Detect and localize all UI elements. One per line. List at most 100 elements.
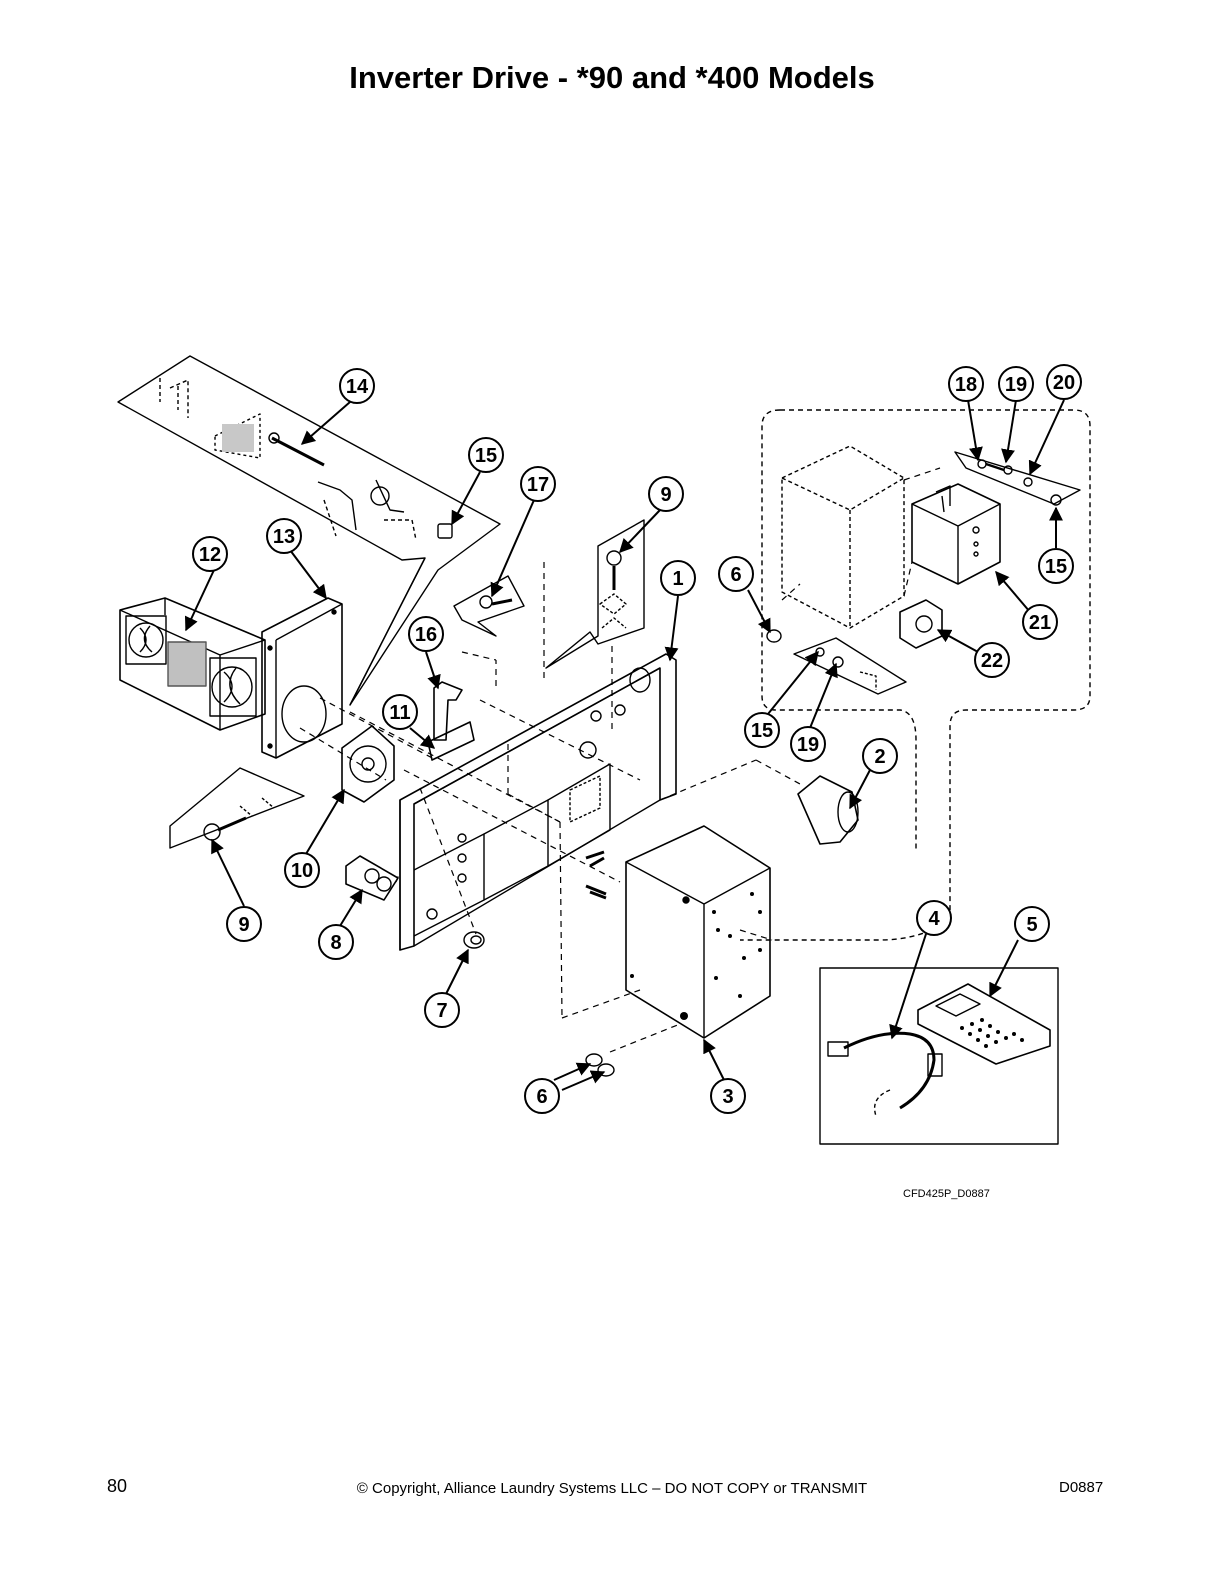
callout-number: 16 — [415, 624, 437, 646]
callout-number: 9 — [238, 914, 249, 936]
callout-number: 6 — [730, 564, 741, 586]
callout-c12: 12 — [192, 536, 228, 572]
keypad-inset — [819, 967, 1059, 1145]
plug-top — [766, 629, 782, 643]
callout-c4: 4 — [916, 900, 952, 936]
callout-c19b: 19 — [790, 726, 826, 762]
leader-lines — [184, 399, 1065, 1091]
control-board — [899, 599, 943, 649]
callout-c17: 17 — [520, 466, 556, 502]
callout-c2: 2 — [862, 738, 898, 774]
fan-cover — [261, 597, 343, 759]
callout-circle — [524, 1078, 560, 1114]
callout-number: 6 — [536, 1086, 547, 1108]
callout-c15a: 15 — [468, 437, 504, 473]
inverter-drive-unit — [911, 483, 1001, 585]
callout-circle — [408, 616, 444, 652]
callout-circle — [1038, 548, 1074, 584]
figure-reference: CFD425P_D0887 — [903, 1188, 990, 1200]
callout-number: 19 — [797, 734, 819, 756]
callout-circle — [998, 366, 1034, 402]
plugs — [585, 1053, 615, 1077]
callout-circle — [948, 366, 984, 402]
callout-number: 13 — [273, 526, 295, 548]
callout-number: 10 — [291, 860, 313, 882]
callout-circle — [744, 712, 780, 748]
callout-number: 4 — [928, 908, 940, 930]
grommet — [463, 931, 485, 949]
callout-c9a: 9 — [648, 476, 684, 512]
fan-mount-detail-inset — [117, 355, 501, 706]
callout-c13: 13 — [266, 518, 302, 554]
page-title: Inverter Drive - *90 and *400 Models — [349, 60, 875, 95]
callout-c6b: 6 — [524, 1078, 560, 1114]
callout-number: 2 — [874, 746, 885, 768]
callout-c9b: 9 — [226, 906, 262, 942]
callout-circle — [468, 437, 504, 473]
hardware-detail-top-right — [954, 451, 1081, 506]
callout-c21: 21 — [1022, 604, 1058, 640]
callout-number: 20 — [1053, 372, 1075, 394]
callout-number: 11 — [389, 702, 410, 724]
terminal-block — [345, 855, 399, 901]
callout-number: 15 — [475, 445, 497, 467]
callout-c7: 7 — [424, 992, 460, 1028]
callout-c15c: 15 — [744, 712, 780, 748]
enclosure-box — [625, 825, 771, 1039]
callout-circle — [648, 476, 684, 512]
callout-number: 14 — [346, 376, 369, 398]
callout-circle — [974, 642, 1010, 678]
callout-number: 8 — [330, 932, 341, 954]
callout-c1: 1 — [660, 560, 696, 596]
screw-17 — [453, 575, 525, 637]
fan — [341, 725, 395, 803]
callout-c14a: 14 — [339, 368, 375, 404]
callout-c8: 8 — [318, 924, 354, 960]
callout-circle — [318, 924, 354, 960]
callout-number: 15 — [751, 720, 773, 742]
callout-circle — [520, 466, 556, 502]
callout-c15b: 15 — [1038, 548, 1074, 584]
callout-circle — [710, 1078, 746, 1114]
callout-circle — [660, 560, 696, 596]
callout-c5: 5 — [1014, 906, 1050, 942]
callout-circle — [1014, 906, 1050, 942]
callout-number: 5 — [1026, 914, 1037, 936]
callout-number: 1 — [672, 568, 683, 590]
callout-circle — [382, 694, 418, 730]
drive-housing — [781, 445, 905, 629]
screw-detail-left — [169, 767, 305, 849]
callout-circle — [1046, 364, 1082, 400]
hardware-detail-mid-right — [793, 637, 907, 695]
callout-c18: 18 — [948, 366, 984, 402]
callout-number: 21 — [1029, 612, 1051, 634]
callout-number: 3 — [722, 1086, 733, 1108]
exploded-view-lines — [299, 467, 941, 1053]
callout-c11: 11 — [382, 694, 418, 730]
callout-circle — [266, 518, 302, 554]
callout-number: 12 — [199, 544, 221, 566]
callout-circle — [862, 738, 898, 774]
callout-number: 19 — [1005, 374, 1027, 396]
callout-number: 15 — [1045, 556, 1067, 578]
callout-circle — [1022, 604, 1058, 640]
wire-tie-and-label — [427, 681, 475, 761]
callout-circle — [192, 536, 228, 572]
screw-detail-top — [545, 519, 645, 669]
callout-circle — [284, 852, 320, 888]
callout-c10: 10 — [284, 852, 320, 888]
callout-c6a: 6 — [718, 556, 754, 592]
connector — [797, 775, 859, 845]
callout-c3: 3 — [710, 1078, 746, 1114]
callout-circle — [718, 556, 754, 592]
document-id: D0887 — [1059, 1479, 1104, 1496]
mounting-panel — [399, 653, 677, 951]
callout-c22: 22 — [974, 642, 1010, 678]
callout-c16: 16 — [408, 616, 444, 652]
callout-circle — [339, 368, 375, 404]
callout-circle — [790, 726, 826, 762]
callout-number: 7 — [436, 1000, 447, 1022]
drive-region-outline — [740, 409, 1091, 941]
